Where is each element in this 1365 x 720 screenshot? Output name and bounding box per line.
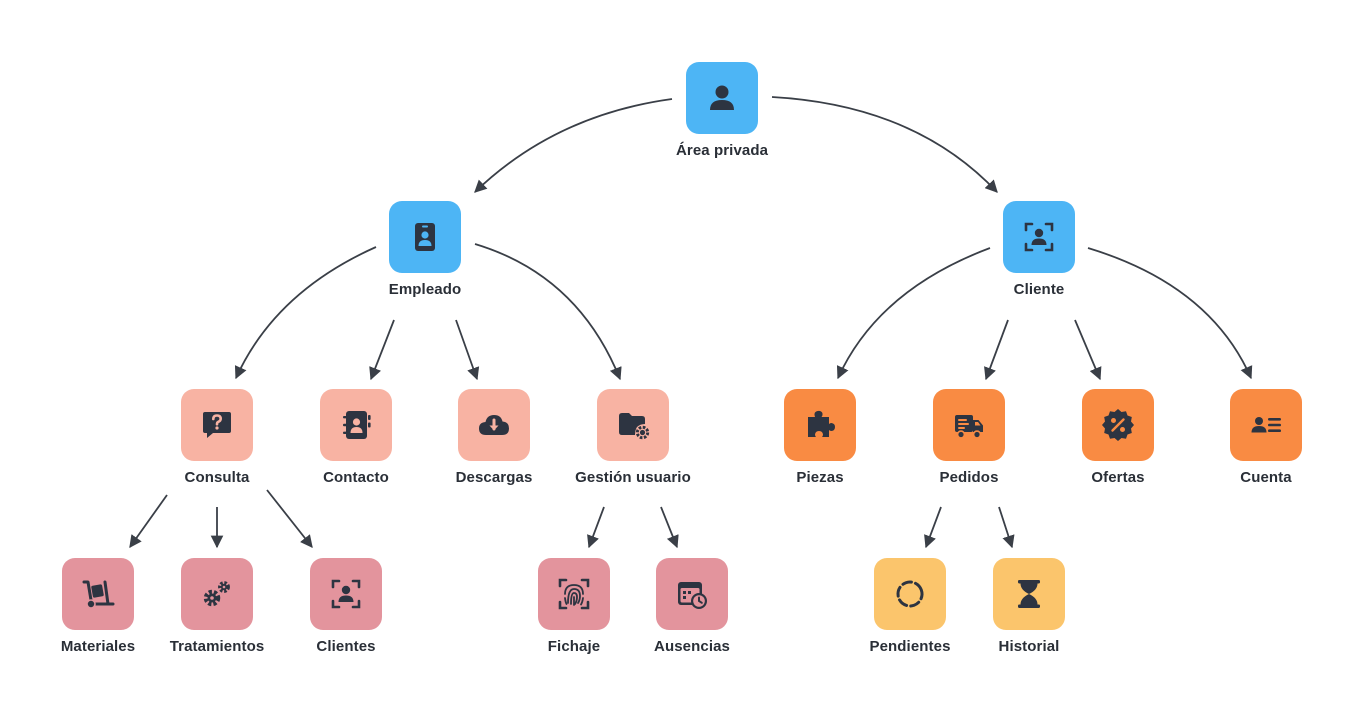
edge-cliente-ofertas bbox=[1074, 319, 1102, 381]
consulta-tile[interactable] bbox=[181, 389, 253, 461]
node-descargas: Descargas bbox=[424, 389, 564, 499]
ausencias-label: Ausencias bbox=[654, 638, 730, 655]
question-bubble-icon bbox=[203, 412, 231, 438]
cuenta-label: Cuenta bbox=[1240, 469, 1292, 486]
ofertas-tile[interactable] bbox=[1082, 389, 1154, 461]
edge-empleado-consulta bbox=[234, 246, 377, 380]
fichaje-label: Fichaje bbox=[547, 638, 601, 655]
ausencias-tile[interactable] bbox=[656, 558, 728, 630]
area-privada-tile[interactable] bbox=[686, 62, 758, 134]
piezas-tile[interactable] bbox=[784, 389, 856, 461]
user-icon bbox=[710, 85, 734, 110]
empleado-tile[interactable] bbox=[389, 201, 461, 273]
puzzle-icon bbox=[808, 410, 835, 437]
pedidos-tile[interactable] bbox=[933, 389, 1005, 461]
node-tratamientos: Tratamientos bbox=[147, 558, 287, 668]
edge-cliente-pedidos bbox=[984, 319, 1009, 381]
consulta-label: Consulta bbox=[184, 469, 250, 486]
contacto-tile[interactable] bbox=[320, 389, 392, 461]
pedidos-label: Pedidos bbox=[939, 469, 999, 486]
node-pedidos: Pedidos bbox=[899, 389, 1039, 499]
historial-tile[interactable] bbox=[993, 558, 1065, 630]
truck-icon bbox=[955, 415, 983, 439]
pendientes-label: Pendientes bbox=[869, 638, 951, 655]
gestion-usuario-tile[interactable] bbox=[597, 389, 669, 461]
node-pendientes: Pendientes bbox=[840, 558, 980, 668]
id-card-icon bbox=[1251, 417, 1281, 433]
area-privada-label: Área privada bbox=[675, 142, 769, 159]
node-area-privada: Área privada bbox=[652, 62, 792, 172]
gears-icon bbox=[203, 581, 230, 607]
contacto-label: Contacto bbox=[323, 469, 389, 486]
clientes-label: Clientes bbox=[316, 638, 376, 655]
materiales-tile[interactable] bbox=[62, 558, 134, 630]
historial-label: Historial bbox=[998, 638, 1060, 655]
tratamientos-label: Tratamientos bbox=[169, 638, 265, 655]
address-book-icon bbox=[343, 411, 371, 439]
spinner-icon bbox=[896, 580, 924, 608]
user-scan-icon bbox=[331, 579, 361, 609]
hand-truck-icon bbox=[82, 580, 115, 609]
node-historial: Historial bbox=[959, 558, 1099, 668]
cuenta-tile[interactable] bbox=[1230, 389, 1302, 461]
node-empleado: Empleado bbox=[355, 201, 495, 311]
gestion-usuario-label: Gestión usuario bbox=[575, 469, 691, 486]
tratamientos-tile[interactable] bbox=[181, 558, 253, 630]
edge-consulta-materiales bbox=[129, 494, 168, 549]
edge-area-privada-empleado bbox=[474, 98, 673, 193]
user-scan-icon bbox=[1024, 222, 1054, 252]
clientes-tile[interactable] bbox=[310, 558, 382, 630]
discount-badge-icon bbox=[1102, 409, 1134, 441]
edge-cliente-cuenta bbox=[1087, 247, 1253, 380]
node-consulta: Consulta bbox=[147, 389, 287, 499]
pendientes-tile[interactable] bbox=[874, 558, 946, 630]
descargas-tile[interactable] bbox=[458, 389, 530, 461]
edge-pedidos-pendientes bbox=[924, 506, 942, 549]
cloud-download-icon bbox=[479, 415, 509, 435]
edge-cliente-piezas bbox=[836, 247, 991, 380]
node-cuenta: Cuenta bbox=[1196, 389, 1336, 499]
edge-pedidos-historial bbox=[998, 506, 1015, 549]
node-piezas: Piezas bbox=[750, 389, 890, 499]
materiales-label: Materiales bbox=[60, 638, 136, 655]
cliente-tile[interactable] bbox=[1003, 201, 1075, 273]
node-contacto: Contacto bbox=[286, 389, 426, 499]
id-badge-icon bbox=[415, 223, 435, 251]
piezas-label: Piezas bbox=[796, 469, 844, 486]
node-ofertas: Ofertas bbox=[1048, 389, 1188, 499]
descargas-label: Descargas bbox=[455, 469, 533, 486]
fingerprint-icon bbox=[558, 578, 590, 610]
edge-gestion-usuario-ausencias bbox=[660, 506, 679, 549]
cliente-label: Cliente bbox=[1013, 281, 1065, 298]
edge-empleado-contacto bbox=[369, 319, 395, 381]
node-materiales: Materiales bbox=[28, 558, 168, 668]
node-cliente: Cliente bbox=[969, 201, 1109, 311]
edge-empleado-gestion-usuario bbox=[474, 243, 622, 381]
calendar-clock-icon bbox=[678, 582, 707, 609]
edge-empleado-descargas bbox=[455, 319, 480, 381]
fichaje-tile[interactable] bbox=[538, 558, 610, 630]
node-ausencias: Ausencias bbox=[622, 558, 762, 668]
edge-consulta-clientes bbox=[266, 489, 313, 548]
ofertas-label: Ofertas bbox=[1091, 469, 1145, 486]
node-clientes: Clientes bbox=[276, 558, 416, 668]
edge-gestion-usuario-fichaje bbox=[587, 506, 605, 549]
edge-area-privada-cliente bbox=[771, 96, 998, 193]
folder-gear-icon bbox=[619, 413, 650, 440]
hourglass-icon bbox=[1018, 580, 1040, 608]
node-fichaje: Fichaje bbox=[504, 558, 644, 668]
node-gestion-usuario: Gestión usuario bbox=[563, 389, 703, 499]
empleado-label: Empleado bbox=[388, 281, 462, 298]
